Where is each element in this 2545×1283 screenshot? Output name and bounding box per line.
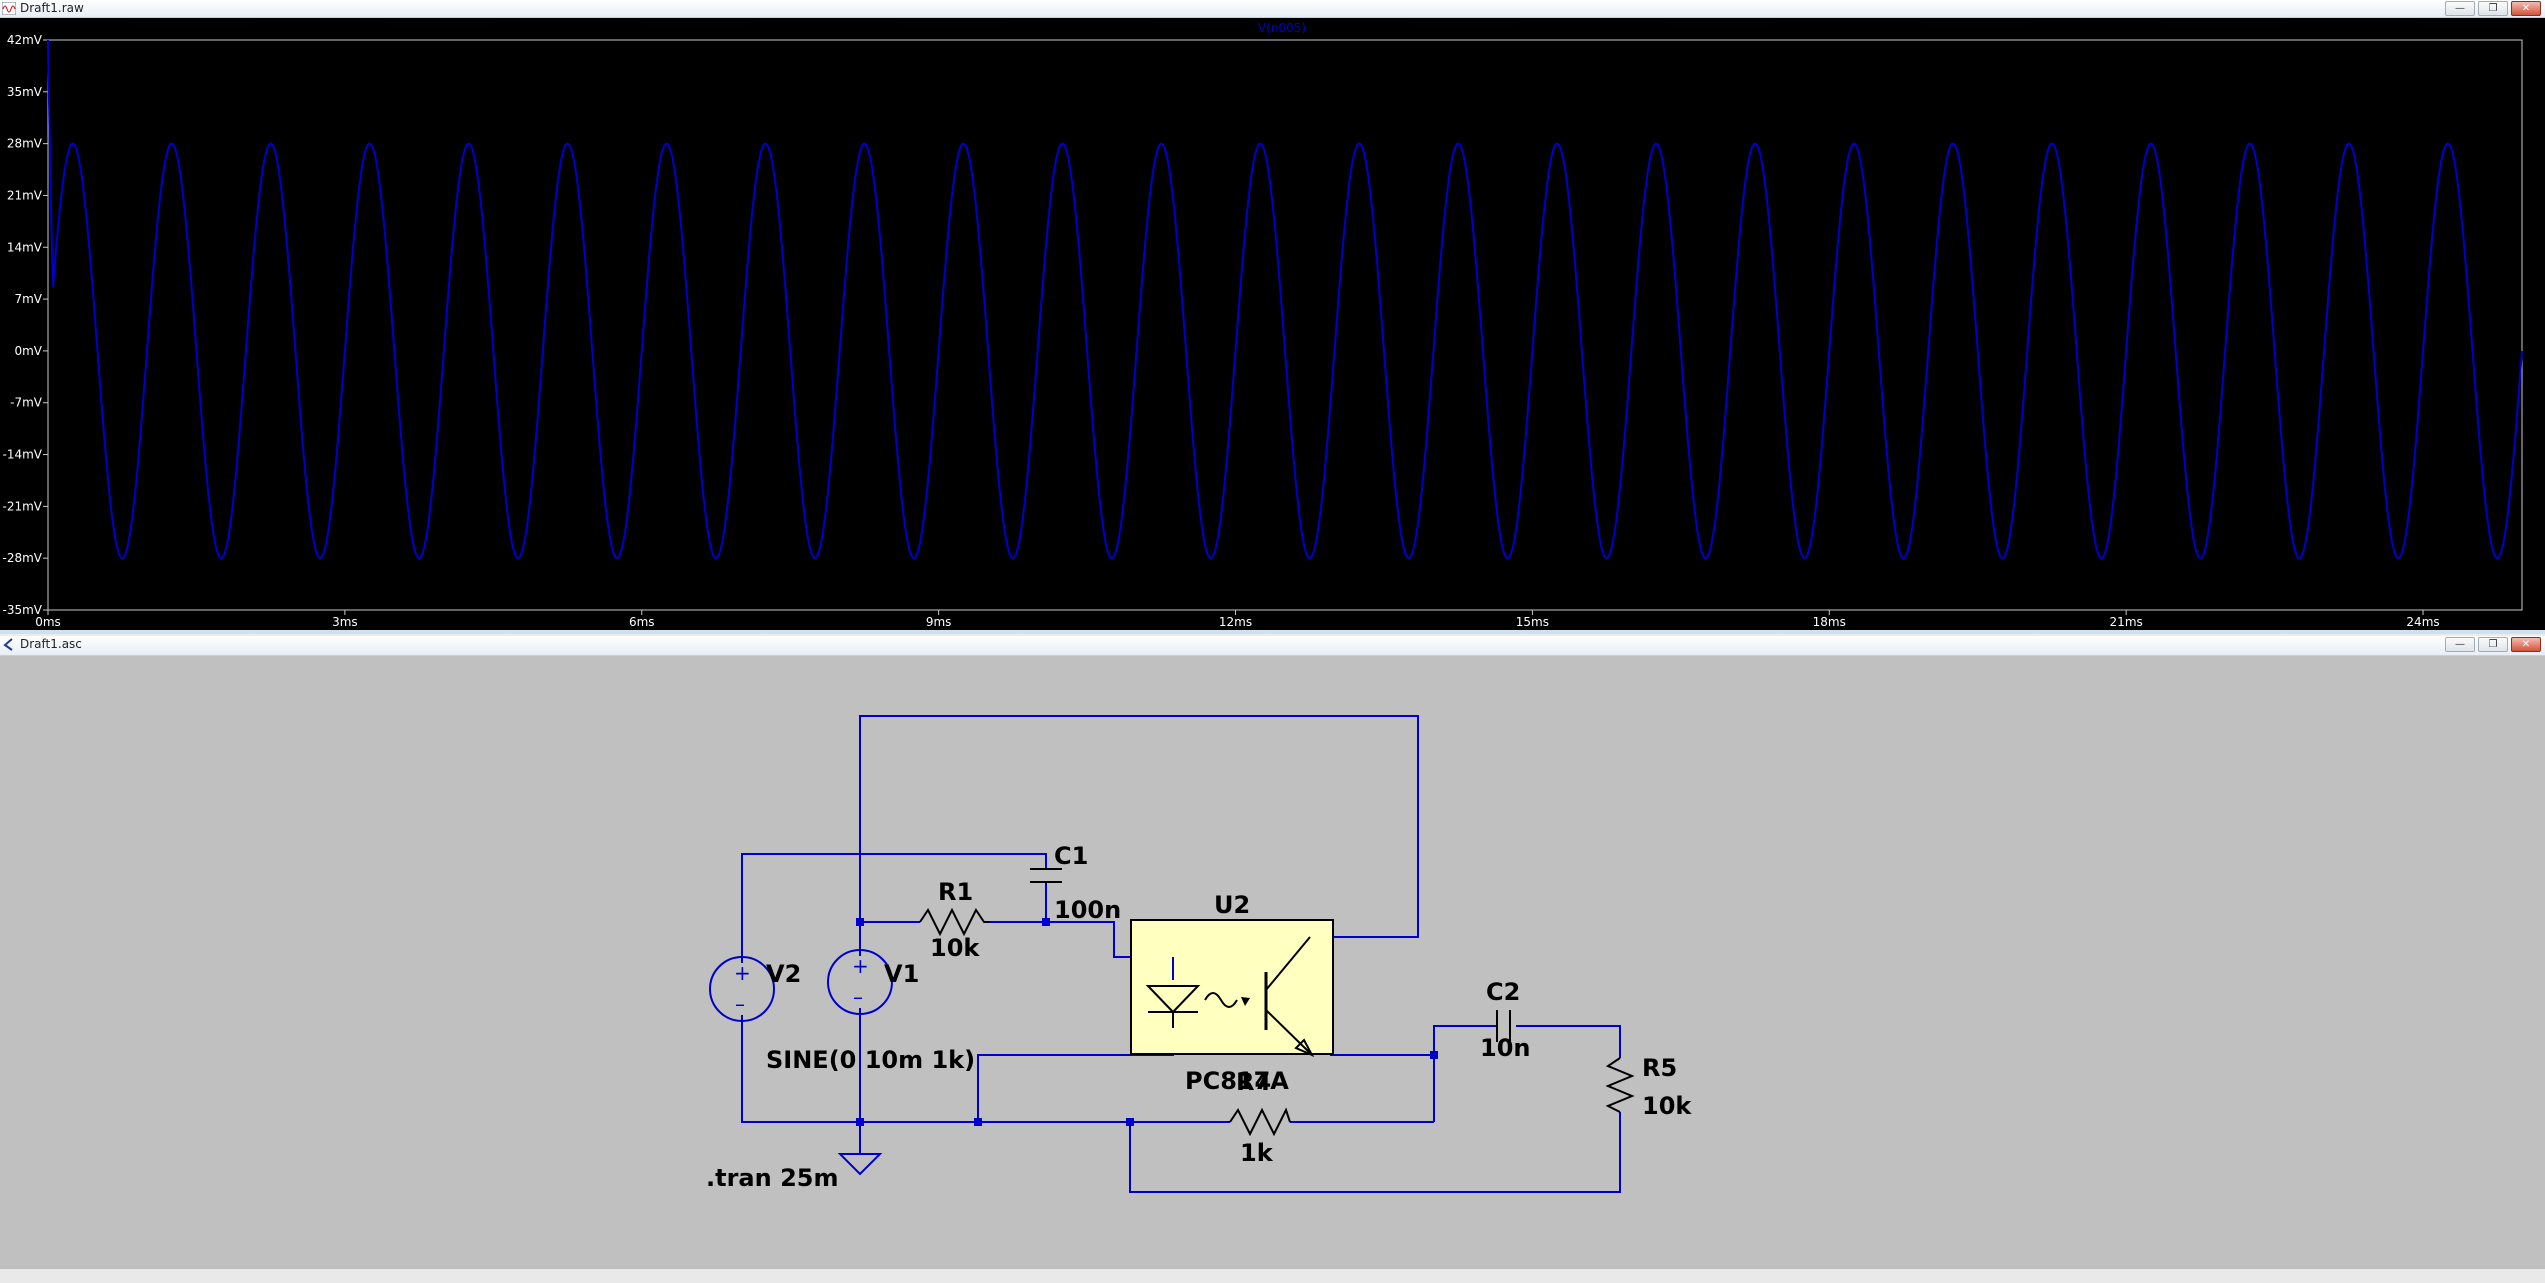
c2-label[interactable]: C2 xyxy=(1486,978,1520,1006)
plot-titlebar[interactable]: Draft1.raw — ❐ ✕ xyxy=(0,0,2545,18)
r4-value[interactable]: 1k xyxy=(1240,1139,1274,1167)
minimize-button[interactable]: — xyxy=(2445,1,2475,16)
schematic-canvas[interactable]: + – V2 + – V1 SINE(0 10m 1k) R1 10k C1 1… xyxy=(0,656,2545,1268)
restore-button[interactable]: ❐ xyxy=(2478,637,2508,652)
y-tick-label: -7mV xyxy=(10,396,43,410)
window-divider xyxy=(0,630,2545,634)
svg-text:+: + xyxy=(734,961,751,985)
y-tick-label: 28mV xyxy=(7,137,43,151)
x-tick-label: 12ms xyxy=(1219,615,1252,629)
capacitor-c2[interactable] xyxy=(1496,1010,1511,1042)
waveform-icon xyxy=(2,2,16,15)
x-axis-ticks: 0ms 3ms 6ms 9ms 12ms 15ms 18ms 21ms 24ms xyxy=(35,610,2440,629)
y-tick-label: -28mV xyxy=(3,551,43,565)
svg-text:–: – xyxy=(853,985,863,1009)
v2-label[interactable]: V2 xyxy=(766,960,801,988)
schematic-editor-window: Draft1.asc — ❐ ✕ xyxy=(0,636,2545,1268)
schematic-icon xyxy=(3,638,13,651)
y-tick-label: -21mV xyxy=(3,499,43,513)
waveform-viewer-window: Draft1.raw — ❐ ✕ V(n005) 42mV 35mV 28mV 21m… xyxy=(0,0,2545,630)
x-tick-label: 9ms xyxy=(926,615,952,629)
y-tick-label: -14mV xyxy=(3,448,43,462)
r1-label[interactable]: R1 xyxy=(938,878,973,906)
c2-value[interactable]: 10n xyxy=(1480,1034,1530,1062)
y-tick-label: -35mV xyxy=(3,603,43,617)
x-tick-label: 18ms xyxy=(1813,615,1846,629)
trace-label[interactable]: V(n005) xyxy=(1258,21,1306,35)
y-tick-label: 21mV xyxy=(7,188,43,202)
y-axis-ticks: 42mV 35mV 28mV 21mV 14mV 7mV 0mV -7mV -14mV -21mV… xyxy=(3,33,48,617)
x-tick-label: 21ms xyxy=(2110,615,2143,629)
y-tick-label: 14mV xyxy=(7,240,43,254)
ground-symbol[interactable] xyxy=(837,1153,883,1176)
resistor-r1[interactable] xyxy=(919,907,990,937)
y-tick-label: 7mV xyxy=(14,292,42,306)
y-tick-label: 42mV xyxy=(7,33,43,47)
svg-text:–: – xyxy=(735,992,745,1016)
r1-value[interactable]: 10k xyxy=(930,934,980,962)
x-tick-label: 0ms xyxy=(35,615,61,629)
x-tick-label: 6ms xyxy=(629,615,655,629)
restore-button[interactable]: ❐ xyxy=(2478,1,2508,16)
schematic-window-title: Draft1.asc xyxy=(20,637,82,651)
capacitor-c1[interactable] xyxy=(1030,868,1062,883)
voltage-source-v1[interactable]: + – xyxy=(827,949,893,1015)
u2-label[interactable]: U2 xyxy=(1214,891,1250,919)
u2-value[interactable]: PC817A xyxy=(1185,1067,1289,1095)
x-tick-label: 15ms xyxy=(1516,615,1549,629)
y-tick-label: 0mV xyxy=(14,344,42,358)
close-button[interactable]: ✕ xyxy=(2511,1,2541,16)
resistor-r4[interactable] xyxy=(1229,1107,1291,1137)
optocoupler-u2[interactable] xyxy=(1130,919,1334,1058)
x-tick-label: 24ms xyxy=(2406,615,2439,629)
minimize-button[interactable]: — xyxy=(2445,637,2475,652)
c1-label[interactable]: C1 xyxy=(1054,842,1088,870)
y-tick-label: 35mV xyxy=(7,85,43,99)
trace-v-n005[interactable] xyxy=(47,39,2523,560)
plot-frame xyxy=(47,39,2523,611)
x-tick-label: 3ms xyxy=(332,615,358,629)
junction-dots xyxy=(856,918,1438,1126)
close-button[interactable]: ✕ xyxy=(2511,637,2541,652)
plot-background xyxy=(0,18,2545,630)
r5-value[interactable]: 10k xyxy=(1642,1092,1692,1120)
v1-label[interactable]: V1 xyxy=(884,960,919,988)
r4-label[interactable]: R4 xyxy=(1236,1068,1271,1096)
svg-text:+: + xyxy=(852,954,869,978)
plot-window-title: Draft1.raw xyxy=(20,1,84,15)
r5-label[interactable]: R5 xyxy=(1642,1054,1677,1082)
resistor-r5[interactable] xyxy=(1605,1057,1635,1113)
waveform-plot[interactable]: V(n005) 42mV 35mV 28mV 21mV 14mV 7mV 0mV -7mV -1… xyxy=(0,18,2545,630)
tran-directive[interactable]: .tran 25m xyxy=(706,1164,838,1192)
schematic-titlebar[interactable]: Draft1.asc — ❐ ✕ xyxy=(0,636,2545,656)
voltage-source-v2[interactable]: + – xyxy=(709,956,775,1022)
c1-value[interactable]: 100n xyxy=(1054,896,1121,924)
status-bar xyxy=(0,1268,2545,1283)
v1-value[interactable]: SINE(0 10m 1k) xyxy=(766,1046,975,1074)
